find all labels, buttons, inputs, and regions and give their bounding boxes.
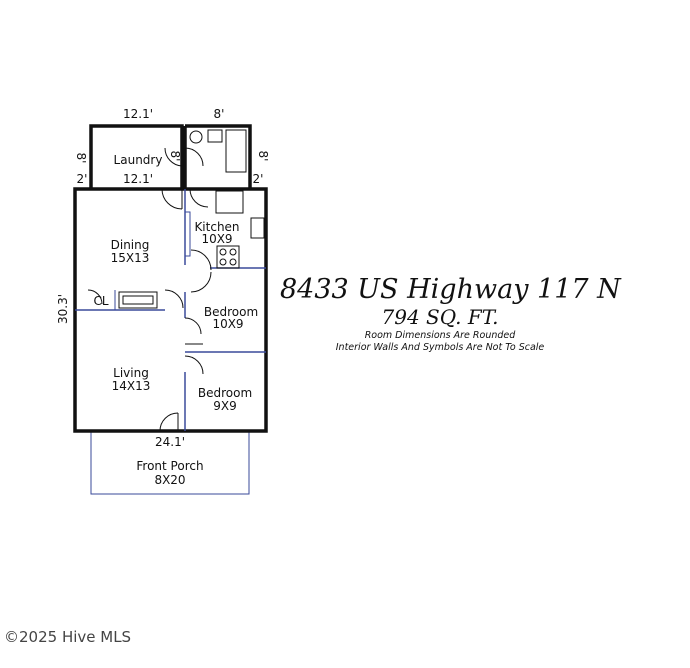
dining-cabinet-inner xyxy=(122,295,154,305)
scale-note: Interior Walls And Symbols Are Not To Sc… xyxy=(335,342,545,353)
closet-door-swing xyxy=(87,289,103,305)
bedroom1-label: Bedroom xyxy=(204,305,258,319)
square-footage: 794 SQ. FT. xyxy=(381,305,499,329)
hall-door-swing xyxy=(184,317,202,335)
sink-icon xyxy=(189,130,203,144)
dim-main-bottom: 24.1' xyxy=(155,435,185,449)
bedroom1-size: 10X9 xyxy=(212,317,243,331)
bath-door-swing xyxy=(184,147,204,167)
dining-door-swing xyxy=(164,289,184,309)
dim-bath-top: 8' xyxy=(214,107,225,121)
laundry-door-swing xyxy=(161,188,183,210)
dim-laundry-top: 12.1' xyxy=(123,107,153,121)
living-size: 14X13 xyxy=(112,379,151,393)
stove-icon xyxy=(216,245,240,269)
dining-cabinet-icon xyxy=(118,291,158,309)
laundry-wing-outline xyxy=(89,124,184,189)
bedroom1-door-swing xyxy=(190,249,212,271)
dim-main-height: 30.3' xyxy=(56,294,70,324)
dim-right-offset: 2' xyxy=(253,172,264,186)
kitchen-size: 10X9 xyxy=(201,232,232,246)
burner-icon xyxy=(219,248,227,256)
dim-laundry-left: 8' xyxy=(74,153,88,164)
front-door-swing xyxy=(159,412,179,432)
dim-laundry-bottom: 12.1' xyxy=(123,172,153,186)
bathtub-icon xyxy=(225,129,247,173)
bedroom1-door-swing-lower xyxy=(190,271,212,293)
porch-label: Front Porch xyxy=(136,459,203,473)
closet-label: CL xyxy=(93,294,108,308)
laundry-label: Laundry xyxy=(114,153,163,167)
dim-left-offset: 2' xyxy=(77,172,88,186)
burner-icon xyxy=(219,258,227,266)
dim-laundry-right: 8' xyxy=(168,151,182,162)
toilet-icon xyxy=(207,129,223,143)
laundry-inner-door-swing xyxy=(164,147,183,167)
living-label: Living xyxy=(113,366,149,380)
bath-wing-outline xyxy=(185,124,252,189)
kitchen-door-swing xyxy=(189,188,209,208)
copyright-watermark: ©2025 Hive MLS xyxy=(4,628,132,646)
rounding-note: Room Dimensions Are Rounded xyxy=(364,330,516,341)
kitchen-pass-through xyxy=(184,211,191,257)
dining-label: Dining xyxy=(111,238,150,252)
burner-icon xyxy=(229,258,237,266)
burner-icon xyxy=(229,248,237,256)
bedroom2-door-swing xyxy=(184,355,204,375)
kitchen-label: Kitchen xyxy=(194,220,239,234)
dim-bath-right: 8' xyxy=(256,151,270,162)
bedroom2-size: 9X9 xyxy=(213,399,237,413)
dining-size: 15X13 xyxy=(111,251,150,265)
bedroom2-label: Bedroom xyxy=(198,386,252,400)
refrigerator-icon xyxy=(215,190,244,214)
porch-size: 8X20 xyxy=(154,473,185,487)
property-address: 8433 US Highway 117 N xyxy=(280,274,621,305)
counter-icon xyxy=(250,217,265,239)
